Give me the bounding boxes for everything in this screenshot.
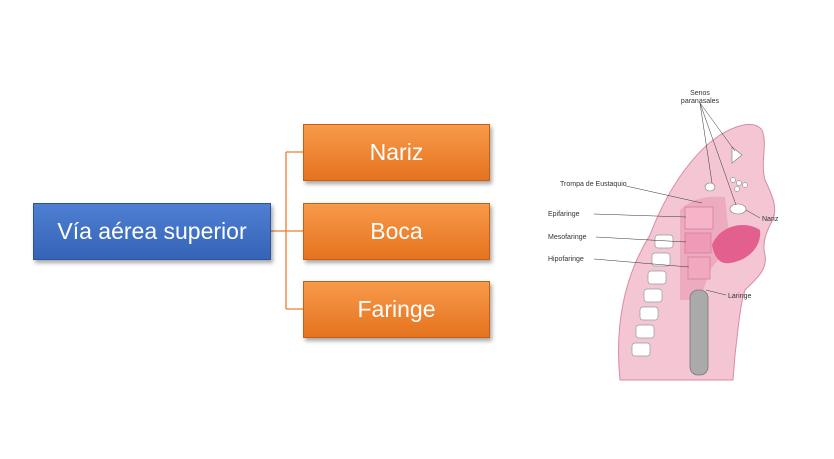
epifaringe-area [684, 206, 714, 230]
sinus-shape [729, 203, 747, 215]
label-hipofaringe: Hipofaringe [548, 256, 584, 263]
vertebrae [631, 234, 674, 357]
label-mesofaringe: Mesofaringe [548, 234, 587, 241]
label-laringe: Laringe [728, 293, 751, 300]
sinus-shape [704, 182, 716, 192]
child-node-nariz: Nariz [303, 124, 490, 181]
tongue-shape [712, 225, 761, 264]
child-node-label: Boca [370, 218, 423, 244]
child-node-boca: Boca [303, 203, 490, 260]
airway-anatomy-illustration: Senos paranasales Trompa de Eustaquio Ep… [548, 90, 779, 381]
sinus-shape [731, 146, 743, 164]
root-node-label: Vía aérea superior [57, 218, 247, 244]
child-node-label: Nariz [369, 139, 424, 165]
label-trompa: Trompa de Eustaquio [560, 181, 627, 188]
label-senos-1: Senos [690, 90, 710, 97]
child-node-label: Faringe [357, 296, 436, 322]
label-senos-2: paranasales [681, 98, 720, 105]
larynx-tube [689, 289, 709, 376]
label-nariz: Nariz [762, 216, 779, 223]
mesofaringe-area [684, 232, 712, 254]
child-node-faringe: Faringe [303, 281, 490, 338]
root-node: Vía aérea superior [33, 203, 271, 260]
hipofaringe-area [687, 256, 711, 280]
label-epifaringe: Epifaringe [548, 211, 580, 218]
